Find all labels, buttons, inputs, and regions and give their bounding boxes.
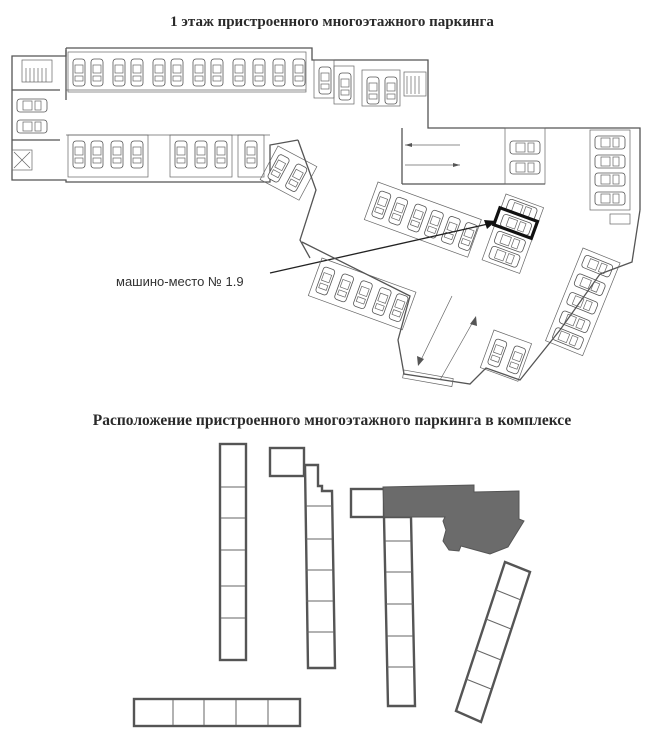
building-left-tall bbox=[218, 442, 248, 662]
building-right-angled bbox=[454, 560, 532, 724]
left-stair-icon bbox=[11, 59, 60, 171]
parking-column-angled-right bbox=[545, 247, 621, 357]
parking-row-angled-lower bbox=[307, 257, 417, 331]
parking-row-middle bbox=[67, 134, 265, 178]
parking-pair-bottom bbox=[479, 329, 533, 382]
parking-row-angled-center bbox=[363, 181, 482, 258]
upper-wing-outline bbox=[11, 47, 641, 210]
parking-angled-pair bbox=[259, 145, 318, 201]
site-plan-title: Расположение пристроенного многоэтажного… bbox=[92, 412, 572, 429]
parking-block-right bbox=[504, 127, 631, 225]
lower-wing-outline bbox=[297, 139, 641, 387]
building-center-tall bbox=[349, 487, 417, 708]
parking-row-top bbox=[67, 51, 427, 107]
floor-plan-drawing bbox=[11, 47, 641, 387]
callout-label: машино-место № 1.9 bbox=[116, 274, 244, 289]
floor-plan-title: 1 этаж пристроенного многоэтажного парки… bbox=[170, 14, 494, 30]
building-stepped bbox=[268, 446, 337, 670]
space-1-9-highlight[interactable] bbox=[491, 205, 540, 241]
parking-building-highlighted bbox=[382, 484, 525, 555]
parking-row-left-wall bbox=[16, 98, 48, 134]
building-bottom-horizontal bbox=[132, 697, 302, 728]
parking-group-highlight bbox=[481, 193, 545, 274]
callout-arrow bbox=[269, 220, 496, 274]
ramp-arrows bbox=[401, 128, 545, 185]
